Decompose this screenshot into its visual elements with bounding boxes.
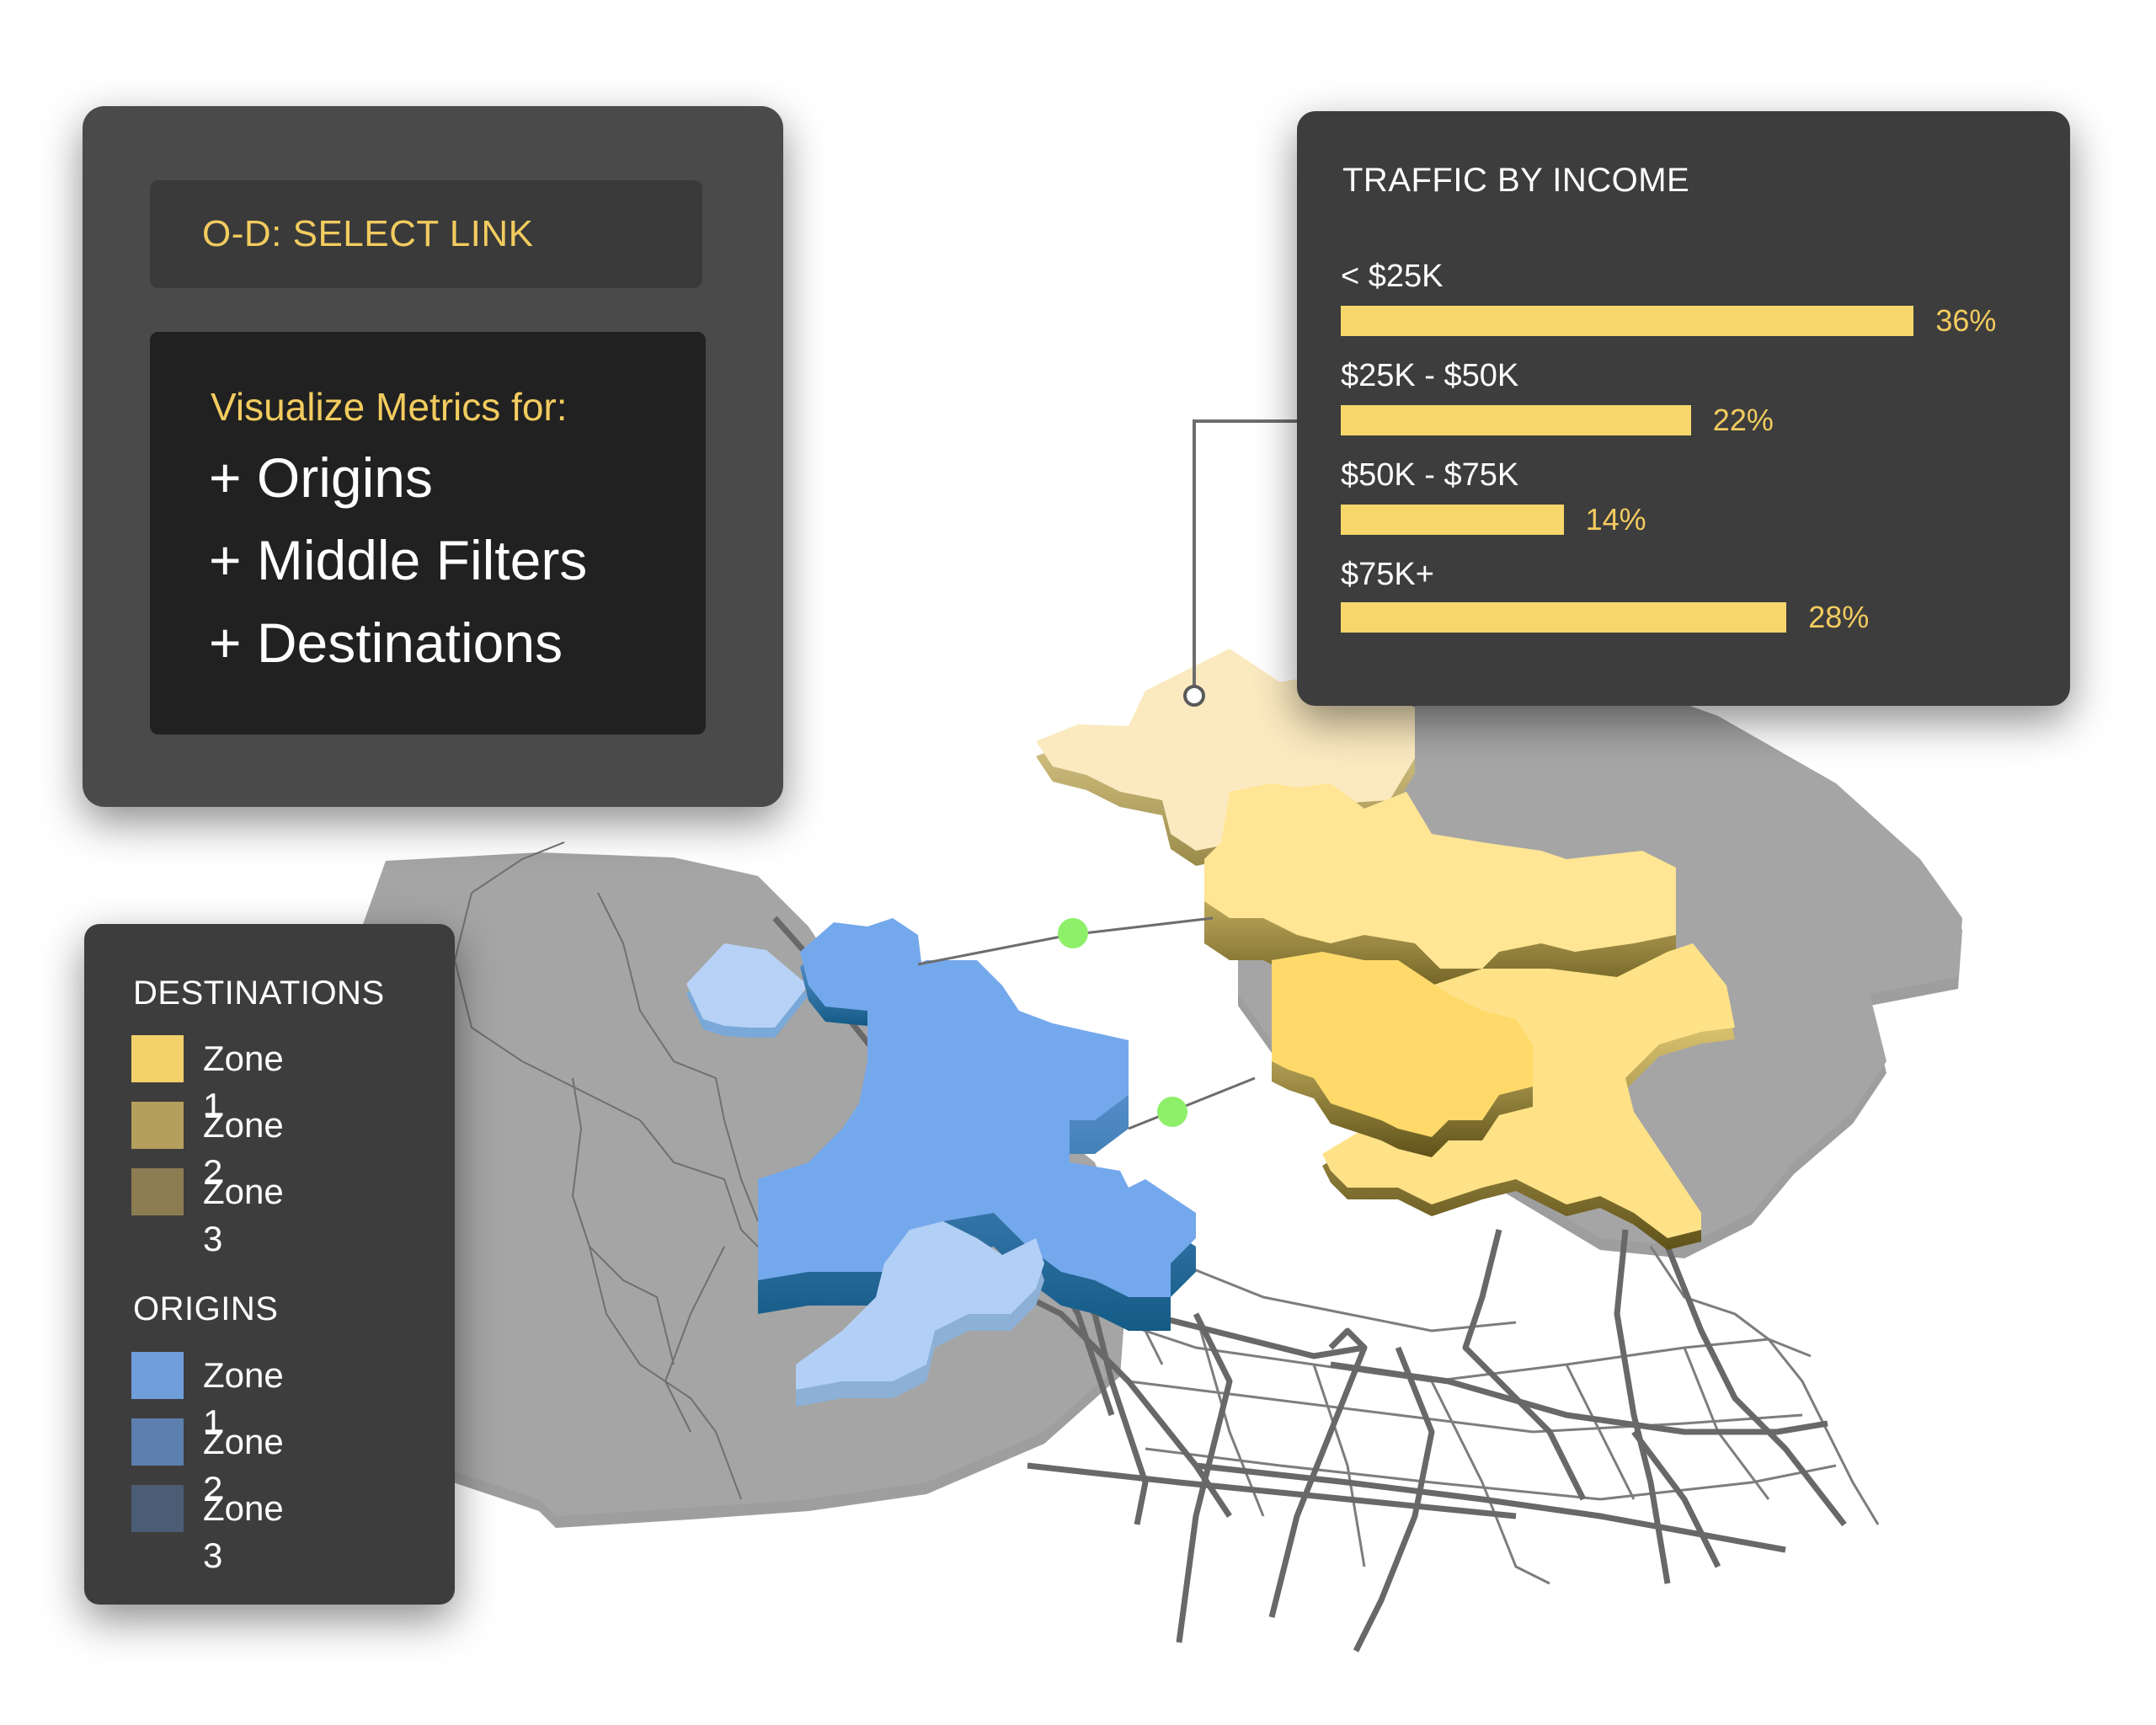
income-bracket-label: $25K - $50K <box>1341 358 1519 393</box>
swatch-destination-zone-1 <box>131 1035 184 1082</box>
income-bar[interactable] <box>1341 505 1564 535</box>
income-bar-value: 22% <box>1712 403 1774 437</box>
income-bar[interactable] <box>1341 602 1787 633</box>
metric-option-destinations[interactable]: + Destinations <box>209 611 563 674</box>
metrics-selection-card: Visualize Metrics for: + Origins + Middl… <box>150 332 706 734</box>
od-select-link-panel: O-D: SELECT LINK Visualize Metrics for: … <box>83 106 783 807</box>
swatch-destination-zone-3 <box>131 1168 184 1215</box>
traffic-by-income-panel: TRAFFIC BY INCOME < $25K 36% $25K - $50K… <box>1297 111 2070 706</box>
swatch-origin-zone-1 <box>131 1352 184 1399</box>
od-title: O-D: SELECT LINK <box>202 213 534 254</box>
legend-label: Zone 3 <box>203 1172 284 1258</box>
traffic-title: TRAFFIC BY INCOME <box>1342 162 1690 199</box>
legend-label: Zone 2 <box>203 1422 284 1509</box>
swatch-destination-zone-2 <box>131 1102 184 1149</box>
legend-label: Zone 1 <box>203 1355 284 1442</box>
income-bracket-label: < $25K <box>1341 259 1444 294</box>
district-boundaries <box>453 841 776 1500</box>
legend-label: Zone 2 <box>203 1105 284 1192</box>
legend-panel: DESTINATIONS Zone 1 Zone 2 Zone 3 ORIGIN… <box>84 924 455 1605</box>
income-bracket-label: $75K+ <box>1341 557 1434 592</box>
origin-zone-north[interactable] <box>800 918 922 1026</box>
callout-anchor[interactable] <box>1183 685 1205 707</box>
link-marker-north[interactable] <box>1058 918 1088 948</box>
swatch-origin-zone-2 <box>131 1418 184 1466</box>
link-marker-south[interactable] <box>1157 1097 1187 1127</box>
origin-zone-central[interactable] <box>758 960 1196 1331</box>
legend-label: Zone 1 <box>203 1039 284 1125</box>
metric-option-origins[interactable]: + Origins <box>209 446 433 509</box>
legend-label: Zone 3 <box>203 1488 284 1575</box>
metric-option-middle-filters[interactable]: + Middle Filters <box>209 529 588 591</box>
income-bar-value: 36% <box>1935 303 1997 338</box>
income-bar[interactable] <box>1341 405 1691 435</box>
destination-zone-south[interactable] <box>1272 952 1533 1157</box>
origin-zone-small-west[interactable] <box>686 943 808 1038</box>
callout-line <box>1193 419 1300 696</box>
income-bar[interactable] <box>1341 306 1914 336</box>
swatch-origin-zone-3 <box>131 1485 184 1532</box>
origin-zone-south[interactable] <box>796 1221 1044 1407</box>
income-bar-value: 14% <box>1585 502 1646 537</box>
metrics-subtitle: Visualize Metrics for: <box>211 385 568 429</box>
income-bracket-label: $50K - $75K <box>1341 457 1519 493</box>
income-bar-value: 28% <box>1808 600 1870 634</box>
legend-heading-origins: ORIGINS <box>133 1290 279 1327</box>
legend-heading-destinations: DESTINATIONS <box>133 975 385 1012</box>
od-header[interactable]: O-D: SELECT LINK <box>150 180 702 288</box>
